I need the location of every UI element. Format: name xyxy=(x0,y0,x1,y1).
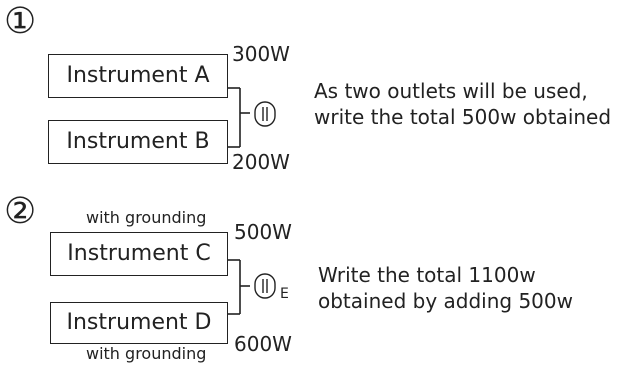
section-1-note-line-1: As two outlets will be used, xyxy=(314,79,588,103)
instrument-d-watt: 600W xyxy=(234,332,292,356)
instrument-a-watt: 300W xyxy=(232,42,290,66)
section-1-note: As two outlets will be used, write the t… xyxy=(314,78,611,130)
ground-e-label: E xyxy=(280,286,289,302)
instrument-b-label: Instrument B xyxy=(66,129,210,154)
grounded-outlet-icon xyxy=(254,273,276,299)
section-2-note: Write the total 1100w obtained by adding… xyxy=(318,262,573,314)
instrument-b-watt: 200W xyxy=(232,150,290,174)
section-2-note-line-1: Write the total 1100w xyxy=(318,263,536,287)
instrument-d-label: Instrument D xyxy=(66,310,212,335)
instrument-c-grounding: with grounding xyxy=(86,208,207,227)
instrument-a-box: Instrument A xyxy=(48,54,228,98)
instrument-c-box: Instrument C xyxy=(50,232,228,276)
instrument-a-label: Instrument A xyxy=(66,63,210,88)
instrument-c-watt: 500W xyxy=(234,220,292,244)
instrument-d-grounding: with grounding xyxy=(86,344,207,363)
section-2-note-line-2: obtained by adding 500w xyxy=(318,289,573,313)
instrument-c-label: Instrument C xyxy=(67,241,211,266)
outlet-icon xyxy=(254,101,276,127)
section-2-number: ② xyxy=(4,191,37,232)
instrument-b-box: Instrument B xyxy=(48,120,228,164)
instrument-d-box: Instrument D xyxy=(50,302,228,344)
section-1-number: ① xyxy=(4,1,37,42)
section-1-note-line-2: write the total 500w obtained xyxy=(314,105,612,129)
